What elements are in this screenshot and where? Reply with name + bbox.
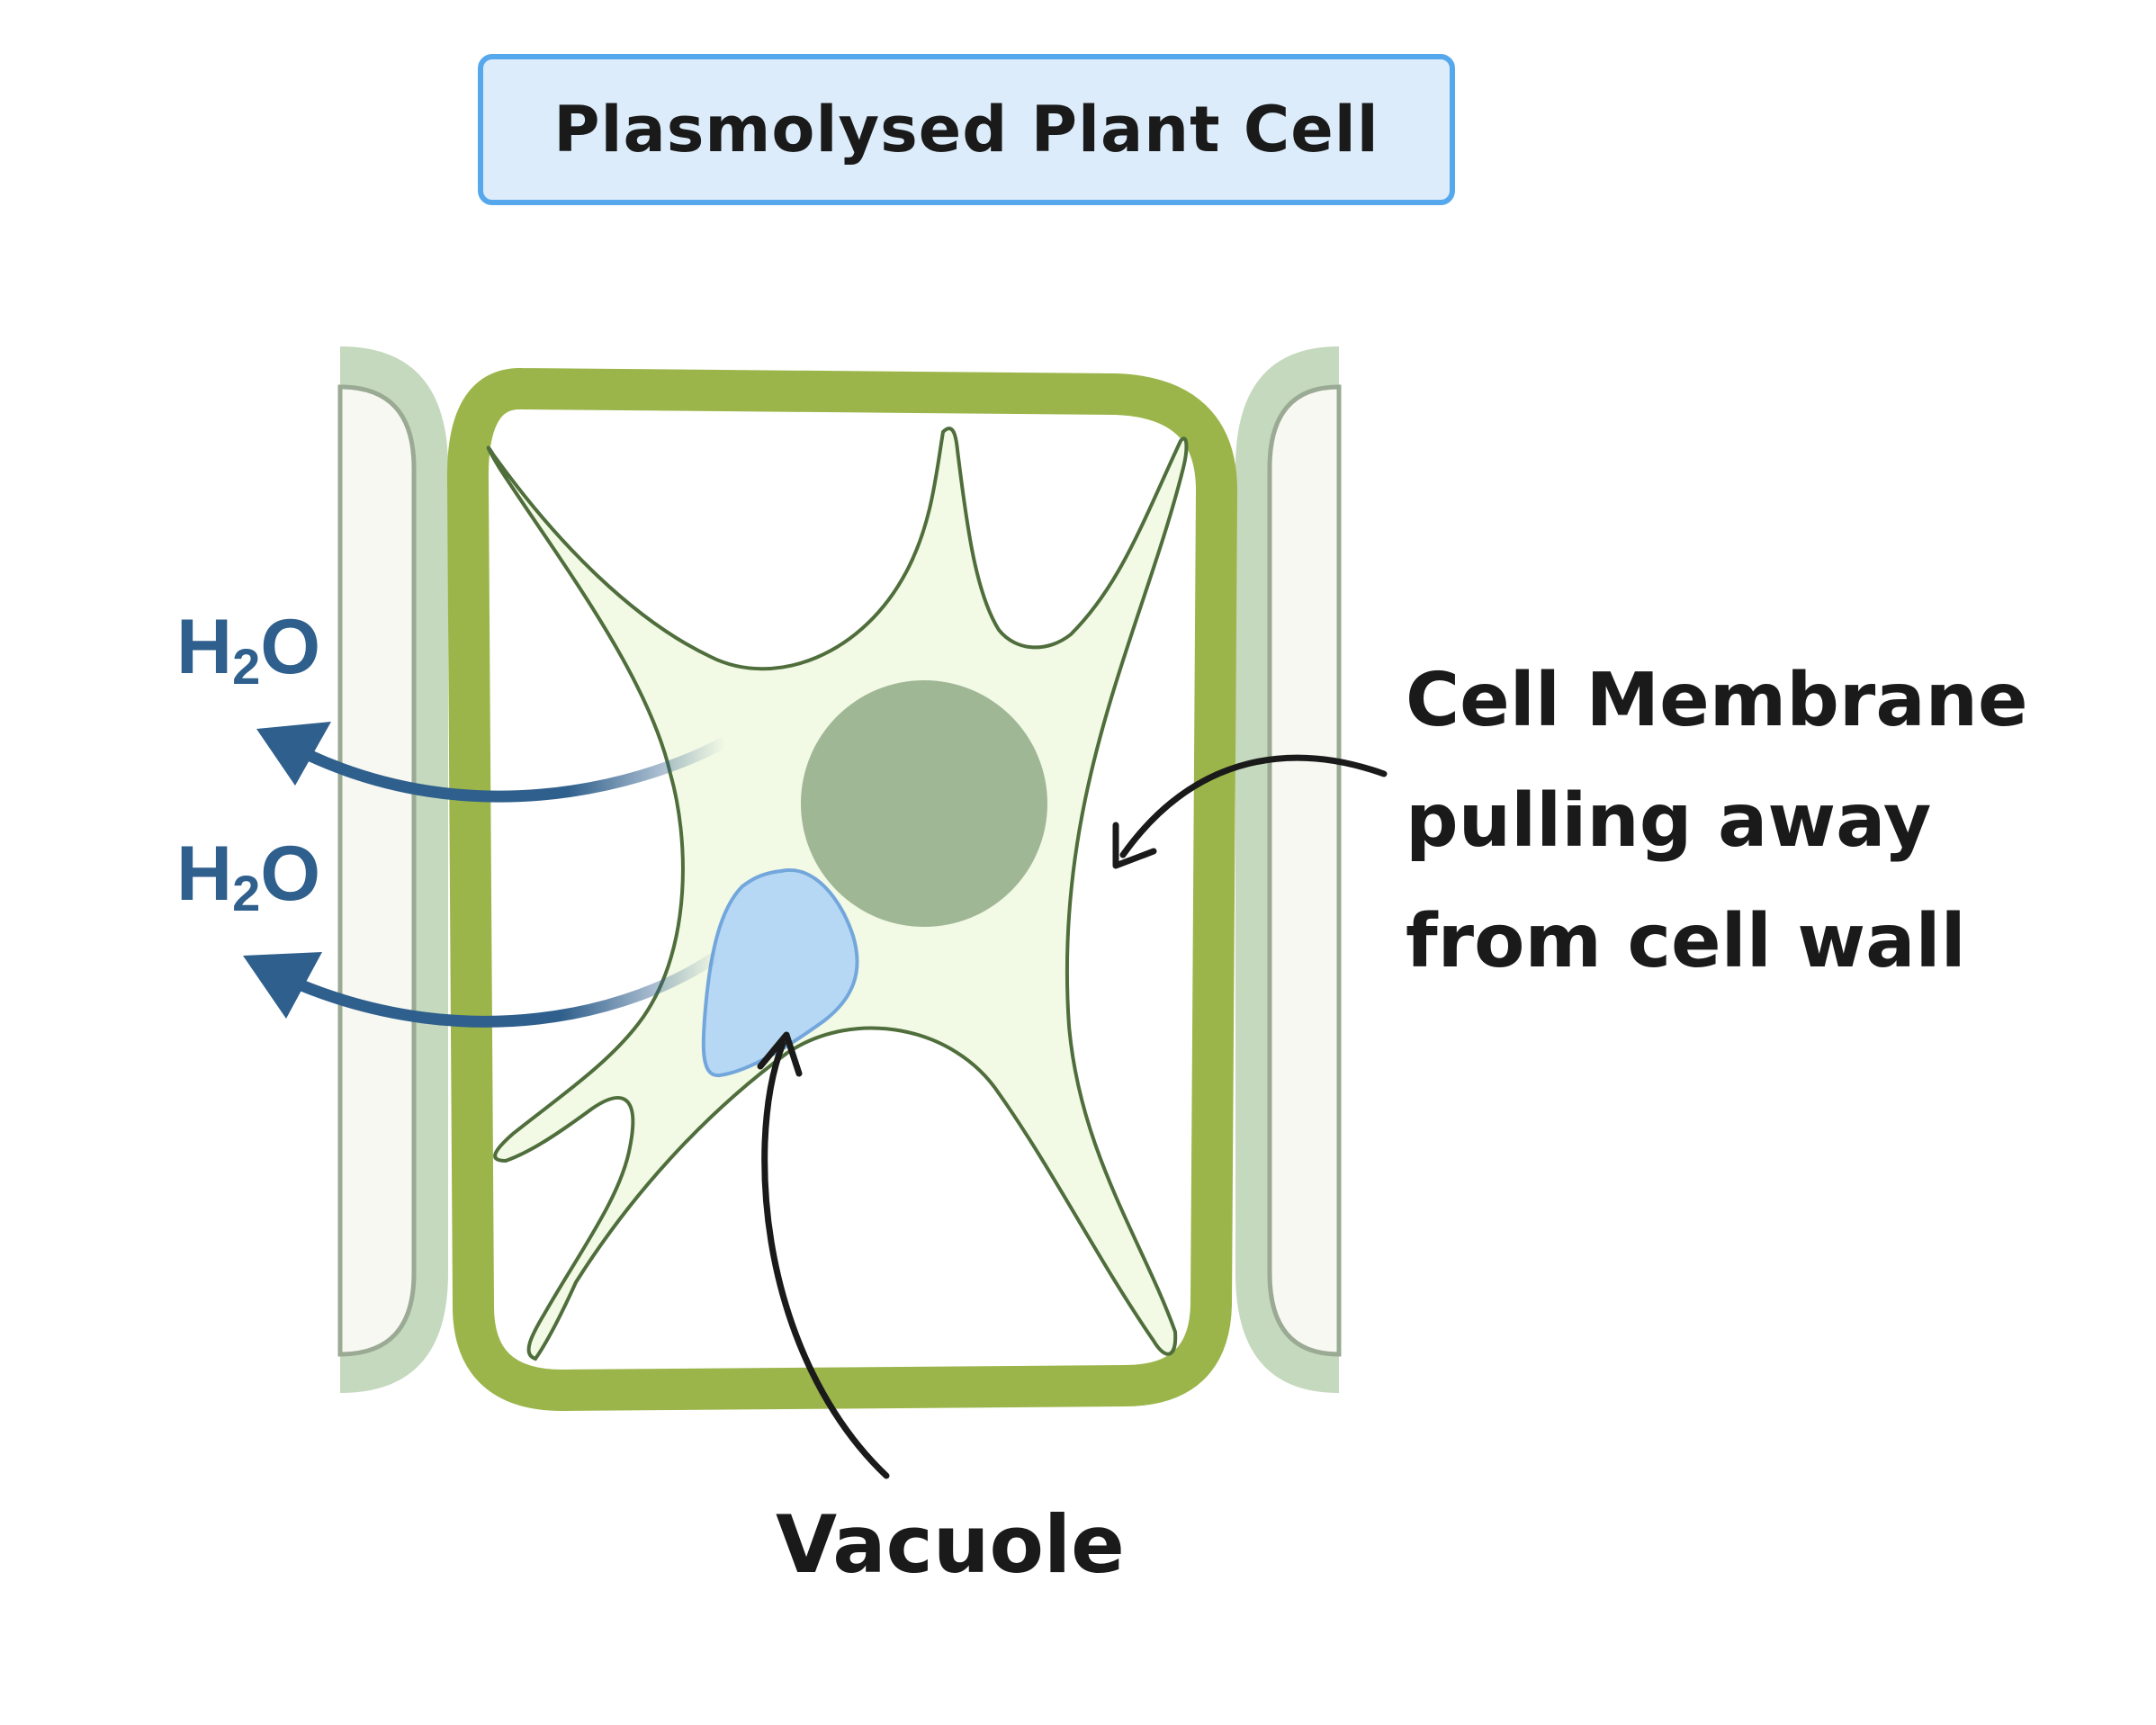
cell-membrane-label-line3: from cell wall bbox=[1406, 899, 1966, 984]
water-label-lower: H2O bbox=[176, 830, 320, 922]
vacuole-pointer-arrow bbox=[757, 1031, 890, 1479]
nucleus bbox=[801, 680, 1047, 927]
cell-membrane-label: Cell Membrane pulling away from cell wal… bbox=[1406, 641, 2028, 1002]
left-neighbor-cell bbox=[337, 346, 448, 1393]
water-h: H bbox=[176, 604, 233, 690]
water-arrow-upper bbox=[256, 722, 731, 803]
water-o: O bbox=[260, 831, 321, 917]
diagram-title-text: Plasmolysed Plant Cell bbox=[553, 93, 1379, 166]
water-subscript: 2 bbox=[232, 865, 261, 921]
cell-membrane-label-line2: pulling away bbox=[1406, 778, 1932, 864]
cell-membrane-label-line1: Cell Membrane bbox=[1406, 658, 2028, 743]
vacuole-label: Vacuole bbox=[776, 1498, 1125, 1591]
water-label-upper: H2O bbox=[176, 603, 320, 696]
membrane-pointer-arrow bbox=[1112, 754, 1388, 869]
vacuole bbox=[701, 867, 859, 1078]
water-o: O bbox=[260, 604, 321, 690]
water-subscript: 2 bbox=[232, 638, 261, 695]
cell-membrane bbox=[486, 427, 1189, 1361]
water-arrow-lower bbox=[243, 948, 726, 1028]
diagram-title: Plasmolysed Plant Cell bbox=[478, 54, 1455, 205]
water-h: H bbox=[176, 831, 233, 917]
right-neighbor-cell bbox=[1235, 346, 1342, 1393]
